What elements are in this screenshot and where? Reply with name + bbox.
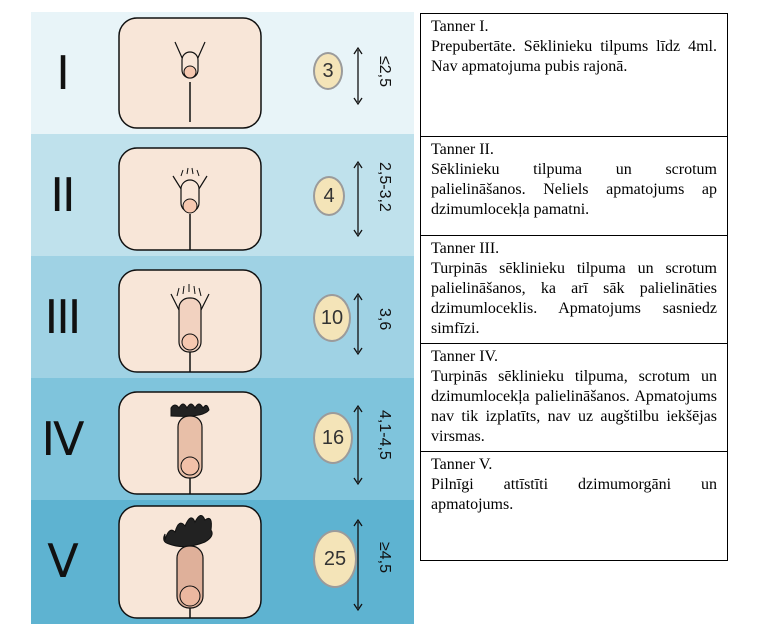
stage-title: Tanner II. (431, 141, 494, 158)
stage-row-2: II 4 2,5-3,2 (31, 134, 414, 256)
genital-illustration (118, 147, 262, 251)
stage-title: Tanner V. (431, 456, 493, 473)
length-arrow (353, 518, 363, 612)
stage-numeral: V (47, 534, 78, 588)
length-label: 2,5-3,2 (376, 162, 393, 212)
stage-title: Tanner IV. (431, 348, 499, 365)
stage-row-5: V 25 ≥4,5 (31, 500, 414, 624)
table-row: Tanner V. Pilnīgi attīstīti dzimumorgāni… (420, 451, 728, 561)
stage-title: Tanner I. (431, 18, 489, 35)
table-row: Tanner II. Sēklinieku tilpuma un scrotum… (420, 136, 728, 236)
volume-bead: 25 (313, 530, 357, 588)
length-arrow (353, 46, 363, 106)
length-arrow (353, 292, 363, 356)
tanner-stage-figure: I 3 ≤2,5 II 4 2,5- (31, 12, 414, 624)
length-label: ≥4,5 (376, 542, 393, 574)
genital-illustration (118, 505, 262, 619)
stage-description: Sēklinieku tilpuma un scrotum palielināš… (431, 161, 717, 218)
volume-bead: 10 (313, 294, 351, 342)
volume-bead: 16 (313, 412, 353, 464)
stage-row-1: I 3 ≤2,5 (31, 12, 414, 134)
volume-bead: 4 (313, 176, 345, 216)
length-label: 3,6 (376, 308, 393, 331)
stage-description: Turpinās sēklinieku tilpuma, scrotum un … (431, 368, 717, 445)
description-cell: Tanner II. Sēklinieku tilpuma un scrotum… (420, 136, 728, 236)
length-arrow (353, 404, 363, 486)
stage-row-4: IV 16 4,1-4,5 (31, 378, 414, 500)
stage-row-3: III 10 3,6 (31, 256, 414, 378)
stage-numeral: III (44, 290, 82, 344)
description-cell: Tanner IV. Turpinās sēklinieku tilpuma, … (420, 343, 728, 452)
stage-numeral: IV (41, 412, 84, 466)
table-row: Tanner III. Turpinās sēklinieku tilpuma … (420, 235, 728, 344)
description-cell: Tanner III. Turpinās sēklinieku tilpuma … (420, 235, 728, 344)
table-row: Tanner I. Prepubertāte. Sēklinieku tilpu… (420, 13, 728, 137)
length-label: 4,1-4,5 (376, 410, 393, 460)
stage-description: Pilnīgi attīstīti dzimumorgāni un apmato… (431, 476, 717, 513)
length-arrow (353, 160, 363, 238)
table-row: Tanner IV. Turpinās sēklinieku tilpuma, … (420, 343, 728, 452)
length-label: ≤2,5 (376, 56, 393, 88)
tanner-description-table: Tanner I. Prepubertāte. Sēklinieku tilpu… (420, 13, 728, 561)
stage-numeral: I (56, 46, 70, 100)
description-cell: Tanner V. Pilnīgi attīstīti dzimumorgāni… (420, 451, 728, 561)
genital-illustration (118, 269, 262, 373)
stage-title: Tanner III. (431, 240, 500, 257)
genital-illustration (118, 391, 262, 495)
stage-numeral: II (50, 168, 75, 222)
volume-bead: 3 (313, 52, 343, 90)
stage-description: Prepubertāte. Sēklinieku tilpums līdz 4m… (431, 38, 717, 75)
genital-illustration (118, 17, 262, 129)
description-cell: Tanner I. Prepubertāte. Sēklinieku tilpu… (420, 13, 728, 137)
stage-description: Turpinās sēklinieku tilpuma un scrotum p… (431, 260, 717, 337)
